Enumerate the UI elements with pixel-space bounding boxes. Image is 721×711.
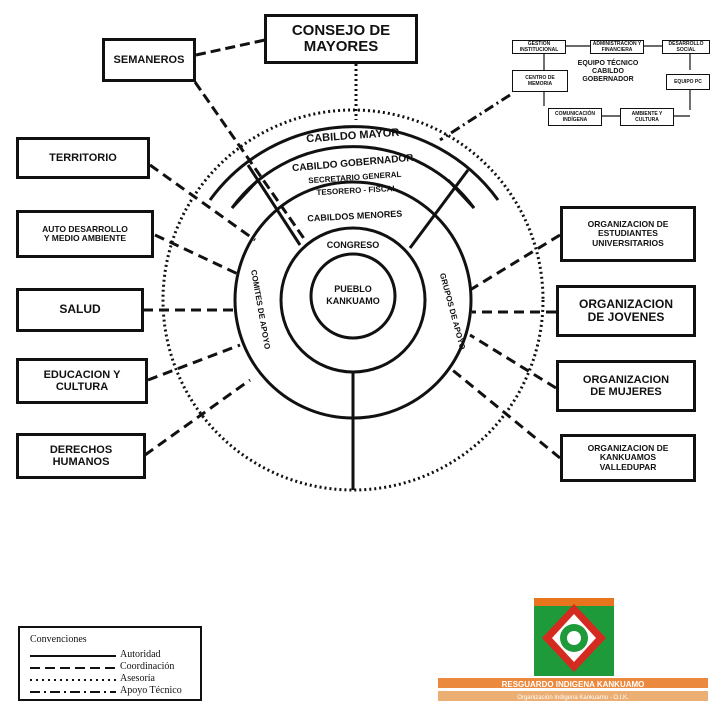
- label-tesorero: TESORERO - FISCAL: [316, 184, 397, 197]
- cabildo-mayor-band: [208, 125, 500, 201]
- team-box-equipo: EQUIPO PC: [666, 74, 710, 90]
- equipo-tecnico-cluster: GESTIÓN INSTITUCIONAL ADMINISTRACIÓN Y F…: [510, 38, 710, 130]
- connector-educacion: [147, 343, 241, 382]
- territorio-box: TERRITORIO: [16, 137, 150, 179]
- connector-estudiantes: [469, 233, 561, 292]
- derechos-humanos-box: DERECHOS HUMANOS: [16, 433, 146, 479]
- resguardo-logo: RESGUARDO INDIGENA KANKUAMO Organización…: [438, 598, 708, 706]
- team-box-ambiente: AMBIENTE Y CULTURA: [620, 108, 674, 126]
- connector-equipo: [439, 93, 511, 142]
- legend-title: Convenciones: [30, 634, 87, 645]
- organizacion-valledupar-box: ORGANIZACION DE KANKUAMOS VALLEDUPAR: [560, 434, 696, 482]
- educacion-box: EDUCACION Y CULTURA: [16, 358, 148, 404]
- legend-item-asesoria: Asesoría: [30, 673, 155, 684]
- logo-subtitle: Organización Indígena Kankuamo - O.I.K.: [517, 695, 629, 701]
- label-pueblo-2: KANKUAMO: [326, 296, 380, 306]
- org-diagram: CABILDO MAYOR CABILDO GOBERNADOR SECRETA…: [143, 38, 561, 492]
- asesoria-ring: [161, 108, 545, 492]
- team-box-memoria: CENTRO DE MEMORIA: [512, 70, 568, 92]
- semaneros-box: SEMANEROS: [102, 38, 196, 82]
- legend: Convenciones Autoridad Coordinación Ases…: [18, 626, 202, 701]
- logo-banner: [438, 678, 708, 688]
- team-center-label: EQUIPO TÉCNICO CABILDO GOBERNADOR: [577, 60, 639, 84]
- consejo-de-mayores-box: CONSEJO DE MAYORES: [264, 14, 418, 64]
- salud-box: SALUD: [16, 288, 144, 332]
- auto-desarrollo-box: AUTO DESARROLLO Y MEDIO AMBIENTE: [16, 210, 154, 258]
- team-box-administracion: ADMINISTRACIÓN Y FINANCIERA: [590, 40, 644, 54]
- spoke-right: [408, 169, 470, 249]
- team-box-comunicacion: COMUNICACIÓN INDÍGENA: [548, 108, 602, 126]
- cabildo-gobernador-band: [230, 145, 476, 209]
- connector-territorio: [149, 163, 256, 242]
- organizacion-mujeres-box: ORGANIZACION DE MUJERES: [556, 360, 696, 412]
- organizacion-estudiantes-box: ORGANIZACION DE ESTUDIANTES UNIVERSITARI…: [560, 206, 696, 262]
- label-grupos: GRUPOS DE APOYO: [438, 272, 467, 350]
- connector-derechos: [144, 378, 251, 457]
- label-comites: COMITES DE APOYO: [249, 269, 272, 350]
- logo-name: RESGUARDO INDIGENA KANKUAMO: [502, 680, 645, 689]
- pueblo-circle: [309, 252, 397, 340]
- label-congreso: CONGRESO: [327, 240, 380, 250]
- team-box-desarrollo: DESARROLLO SOCIAL: [662, 40, 710, 54]
- connector-mujeres: [469, 333, 557, 390]
- connector-semaneros-consejo: [195, 38, 266, 57]
- label-pueblo-1: PUEBLO: [334, 284, 372, 294]
- spoke-left: [246, 164, 302, 246]
- team-box-gestion: GESTIÓN INSTITUCIONAL: [512, 40, 566, 54]
- organizacion-jovenes-box: ORGANIZACION DE JOVENES: [556, 285, 696, 337]
- legend-item-autoridad: Autoridad: [30, 649, 161, 660]
- legend-item-apoyo-tecnico: Apoyo Técnico: [30, 685, 182, 696]
- legend-item-coordinacion: Coordinación: [30, 661, 175, 672]
- label-cabildos-menores: CABILDOS MENORES: [307, 209, 402, 224]
